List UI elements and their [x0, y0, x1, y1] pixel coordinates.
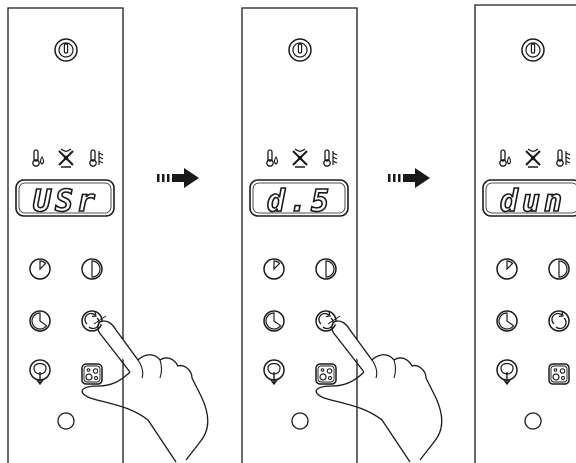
timer-half-icon[interactable] [497, 311, 517, 331]
panel-outline [8, 8, 123, 463]
power-icon[interactable] [55, 39, 77, 61]
temperature-drop-icon [500, 150, 511, 166]
clean-mode-icon[interactable] [549, 364, 569, 384]
hold-icon[interactable] [264, 360, 284, 384]
timer-half-icon[interactable] [30, 311, 50, 331]
extra-round-button[interactable] [292, 413, 308, 429]
timer-start-icon[interactable] [264, 259, 284, 279]
defrost-fan-icon [59, 149, 73, 167]
timer-end-icon[interactable] [316, 259, 336, 279]
control-panel-step-2: d.5 [242, 8, 442, 463]
temperature-drop-icon [267, 150, 278, 166]
extra-round-button[interactable] [58, 413, 74, 429]
control-panel-step-1: USr [8, 8, 208, 463]
timer-start-icon[interactable] [30, 259, 50, 279]
temperature-drop-icon [33, 150, 44, 166]
heater-icon [324, 150, 337, 166]
defrost-fan-icon [293, 149, 307, 167]
panel-outline [242, 8, 357, 463]
hold-icon[interactable] [30, 360, 50, 384]
led-display-text: USr [33, 184, 99, 219]
clean-mode-icon[interactable] [82, 364, 102, 384]
timer-half-icon[interactable] [264, 311, 284, 331]
led-display-text: dun [500, 184, 566, 219]
power-icon[interactable] [289, 39, 311, 61]
cycle-refresh-icon[interactable] [549, 311, 569, 331]
control-panel-step-3: dun [475, 5, 576, 463]
timer-end-icon[interactable] [82, 259, 102, 279]
step-arrow-1 [157, 168, 199, 188]
pressing-hand-icon [82, 316, 208, 462]
defrost-fan-icon [526, 149, 540, 167]
pressing-hand-icon [316, 316, 442, 462]
timer-start-icon[interactable] [497, 259, 517, 279]
hold-icon[interactable] [497, 360, 517, 384]
heater-icon [90, 150, 103, 166]
extra-round-button[interactable] [525, 413, 541, 429]
panel-outline [475, 5, 576, 463]
step-arrow-2 [388, 168, 430, 188]
timer-end-icon[interactable] [549, 259, 569, 279]
heater-icon [557, 150, 570, 166]
clean-mode-icon[interactable] [316, 364, 336, 384]
power-icon[interactable] [522, 39, 544, 61]
led-display-text: d.5 [267, 184, 333, 219]
